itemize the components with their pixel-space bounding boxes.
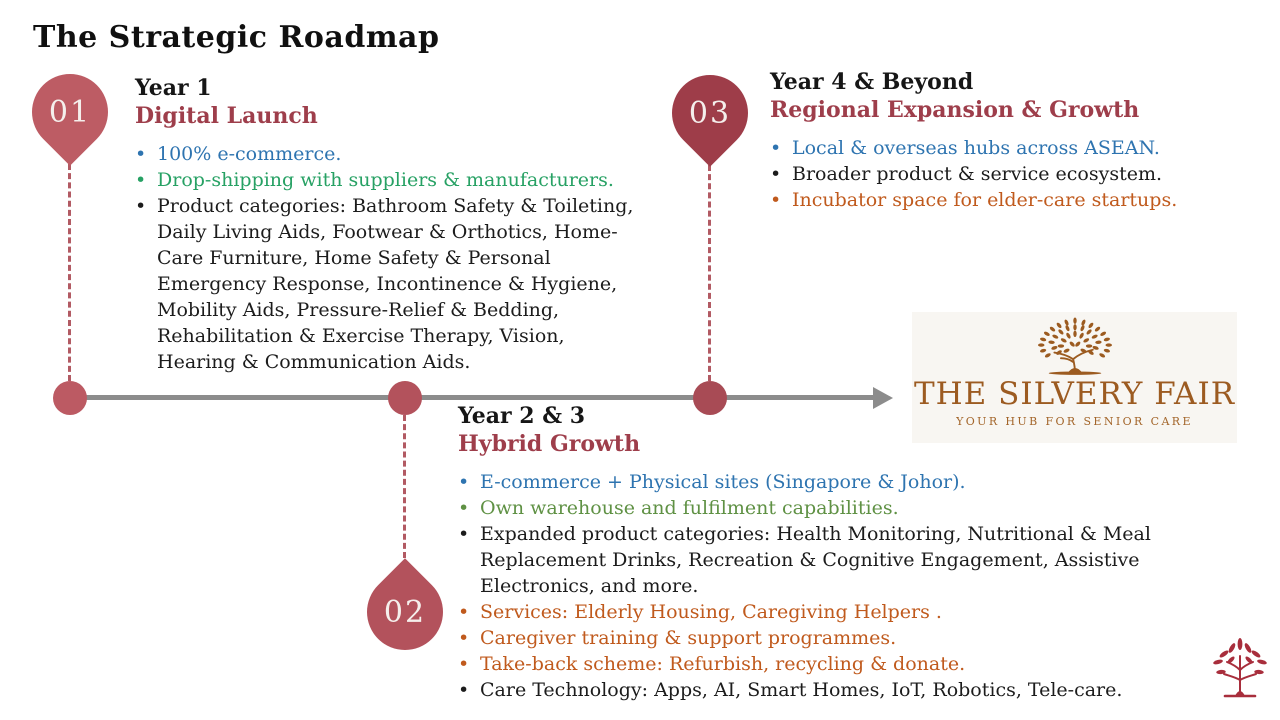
bullet-text: Drop-shipping with suppliers & manufactu… bbox=[157, 169, 614, 191]
milestone-number: 02 bbox=[383, 594, 427, 630]
bullet-marker: • bbox=[770, 163, 782, 185]
small-tree-icon bbox=[1213, 638, 1267, 698]
timeline-arrowhead-icon bbox=[873, 387, 893, 409]
bullet-text: Local & overseas hubs across ASEAN. bbox=[792, 137, 1160, 159]
bullet-text: Care Technology: Apps, AI, Smart Homes, … bbox=[480, 679, 1123, 701]
timeline-line bbox=[70, 395, 875, 400]
logo-title: THE SILVERY FAIR bbox=[913, 376, 1236, 412]
tree-logo-icon bbox=[1037, 317, 1112, 375]
bullet-item: • Take-back scheme: Refurbish, recycling … bbox=[458, 651, 1196, 677]
bullet-item: • Own warehouse and fulfilment capabiliti… bbox=[458, 495, 1196, 521]
bullet-item: • Services: Elderly Housing, Caregiving H… bbox=[458, 599, 1196, 625]
bullet-marker: • bbox=[458, 601, 470, 623]
bullet-marker: • bbox=[458, 523, 470, 545]
section-year-4-beyond: Year 4 & Beyond Regional Expansion & Gro… bbox=[770, 68, 1265, 213]
timeline-dot-3 bbox=[693, 381, 727, 415]
bullet-marker: • bbox=[458, 653, 470, 675]
bullet-marker: • bbox=[458, 679, 470, 701]
year-label: Year 4 & Beyond bbox=[770, 69, 974, 95]
bullet-marker: • bbox=[135, 143, 147, 165]
bullet-item: • E-commerce + Physical sites (Singapore … bbox=[458, 469, 1196, 495]
milestone-pin-03: 03 bbox=[672, 75, 748, 151]
connector-line-3 bbox=[708, 165, 711, 381]
bullet-text: Services: Elderly Housing, Caregiving He… bbox=[480, 601, 942, 623]
logo-tagline: YOUR HUB FOR SENIOR CARE bbox=[956, 415, 1193, 428]
phase-label: Hybrid Growth bbox=[458, 431, 641, 457]
section-year-2-3: Year 2 & 3 Hybrid Growth • E-commerce + P… bbox=[458, 402, 1196, 703]
milestone-number: 03 bbox=[688, 95, 732, 131]
bullet-list: • 100% e-commerce. • Drop-shipping with sup… bbox=[135, 141, 637, 375]
bullet-item: • Incubator space for elder-care startups… bbox=[770, 187, 1265, 213]
connector-line-2 bbox=[403, 415, 406, 558]
timeline-dot-2 bbox=[388, 381, 422, 415]
timeline-dot-1 bbox=[53, 381, 87, 415]
bullet-item: • Care Technology: Apps, AI, Smart Homes,… bbox=[458, 677, 1196, 703]
year-label: Year 1 bbox=[135, 75, 212, 101]
bullet-text: Caregiver training & support programmes. bbox=[480, 627, 897, 649]
year-label: Year 2 & 3 bbox=[458, 403, 586, 429]
bullet-list: • Local & overseas hubs across ASEAN. • Bro… bbox=[770, 135, 1265, 213]
milestone-pin-01: 01 bbox=[32, 74, 108, 150]
bullet-marker: • bbox=[458, 471, 470, 493]
bullet-item: • Caregiver training & support programmes… bbox=[458, 625, 1196, 651]
bullet-list: • E-commerce + Physical sites (Singapore … bbox=[458, 469, 1196, 703]
brand-logo: THE SILVERY FAIR YOUR HUB FOR SENIOR CAR… bbox=[912, 312, 1237, 443]
bullet-item: • Drop-shipping with suppliers & manufact… bbox=[135, 167, 637, 193]
bullet-marker: • bbox=[135, 195, 147, 217]
bullet-item: • Broader product & service ecosystem. bbox=[770, 161, 1265, 187]
section-year-1: Year 1 Digital Launch •100% e-commerce.•… bbox=[135, 74, 637, 375]
milestone-pin-02: 02 bbox=[367, 574, 443, 650]
bullet-item: • 100% e-commerce. bbox=[135, 141, 637, 167]
bullet-text: 100% e-commerce. bbox=[157, 143, 342, 165]
phase-label: Regional Expansion & Growth bbox=[770, 97, 1140, 123]
bullet-text: Expanded product categories: Health Moni… bbox=[480, 523, 1151, 597]
bullet-text: Product categories: Bathroom Safety & To… bbox=[157, 195, 634, 373]
bullet-text: Incubator space for elder-care startups. bbox=[792, 189, 1178, 211]
bullet-marker: • bbox=[458, 627, 470, 649]
phase-label: Digital Launch bbox=[135, 103, 318, 129]
bullet-text: Own warehouse and fulfilment capabilitie… bbox=[480, 497, 899, 519]
bullet-text: Take-back scheme: Refurbish, recycling &… bbox=[480, 653, 966, 675]
bullet-item: • Product categories: Bathroom Safety & T… bbox=[135, 193, 637, 375]
page-title: The Strategic Roadmap bbox=[33, 20, 440, 55]
bullet-marker: • bbox=[770, 137, 782, 159]
bullet-marker: • bbox=[135, 169, 147, 191]
bullet-text: Broader product & service ecosystem. bbox=[792, 163, 1162, 185]
bullet-marker: • bbox=[458, 497, 470, 519]
bullet-item: • Expanded product categories: Health Mon… bbox=[458, 521, 1196, 599]
bullet-text: E-commerce + Physical sites (Singapore &… bbox=[480, 471, 966, 493]
milestone-number: 01 bbox=[48, 94, 92, 130]
connector-line-1 bbox=[68, 164, 71, 381]
bullet-marker: • bbox=[770, 189, 782, 211]
bullet-item: • Local & overseas hubs across ASEAN. bbox=[770, 135, 1265, 161]
